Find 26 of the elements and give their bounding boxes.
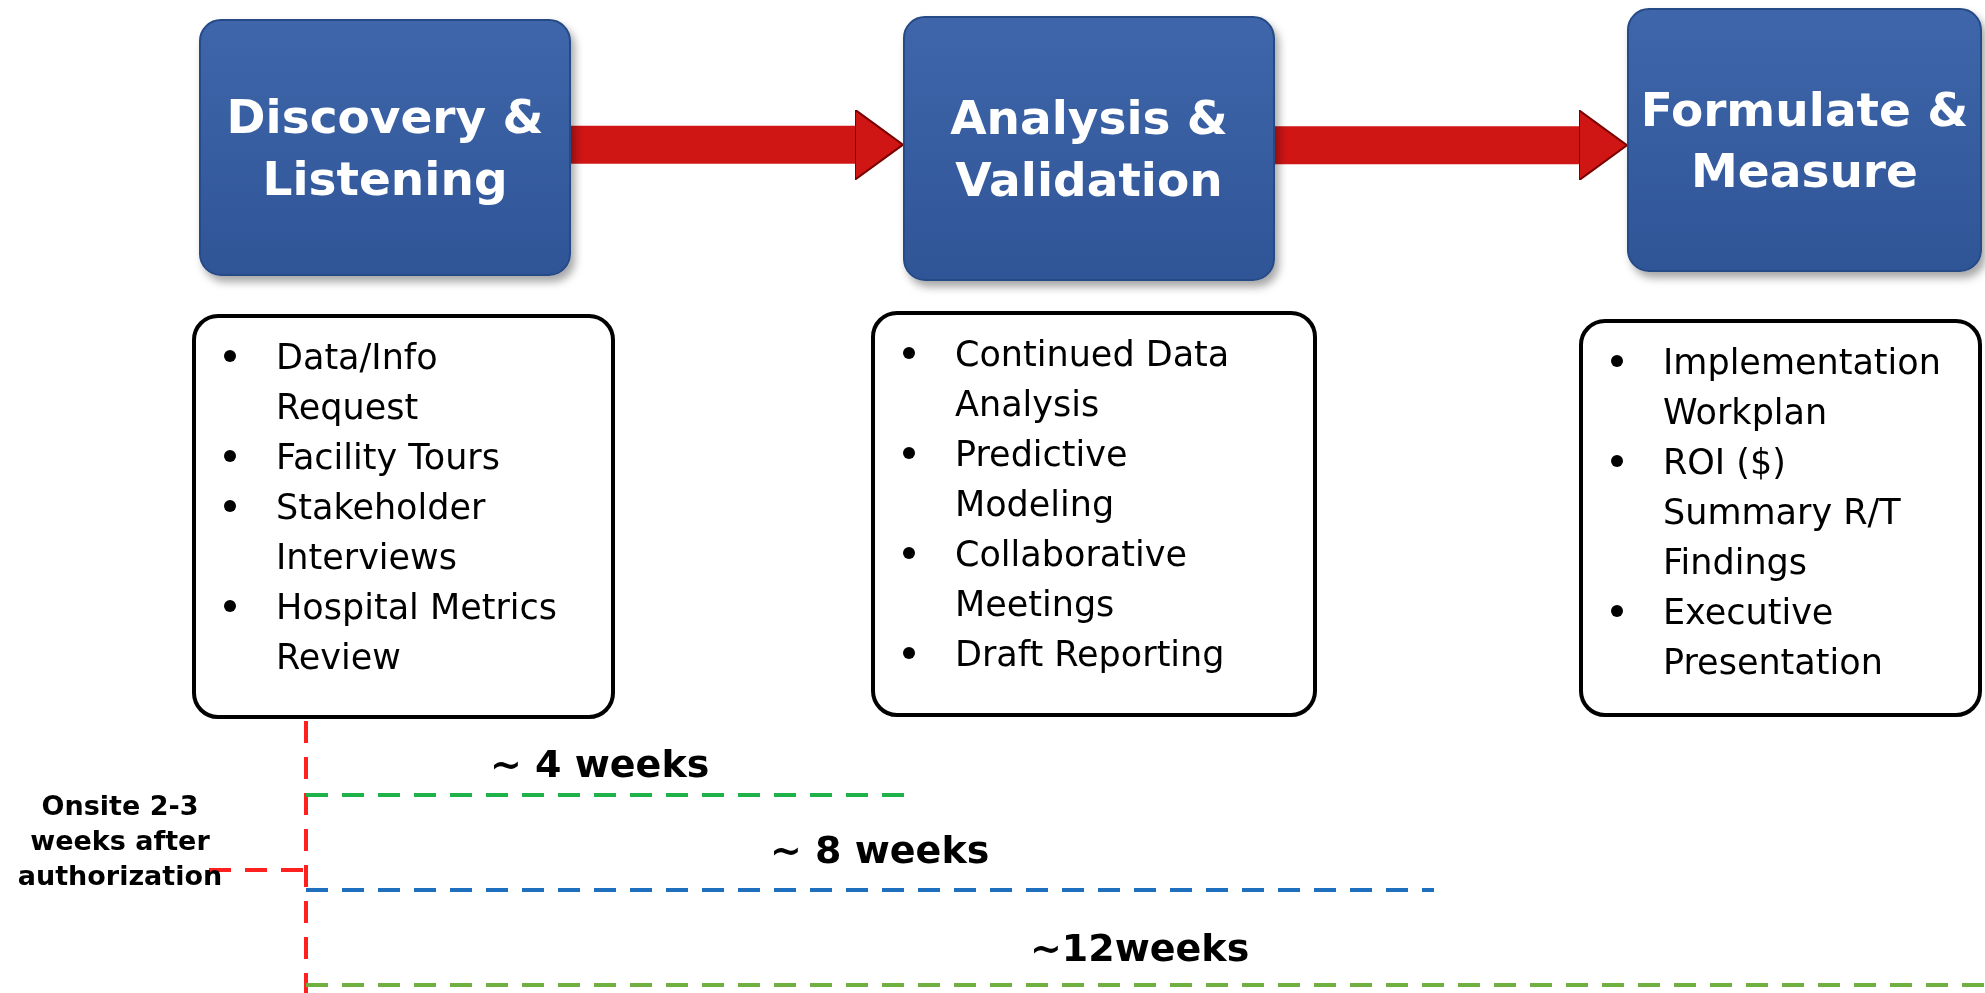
list-item: Draft Reporting bbox=[955, 634, 1225, 674]
task-list-box bbox=[871, 311, 1317, 717]
list-item: Implementation Workplan bbox=[1663, 342, 1941, 432]
duration-label: ~ 4 weeks bbox=[490, 742, 710, 786]
list-item: Continued Data Analysis bbox=[955, 334, 1230, 424]
task-list-box bbox=[192, 314, 615, 719]
duration-label: ~ 8 weeks bbox=[770, 828, 990, 872]
list-item: Facility Tours bbox=[276, 437, 500, 477]
phase-box bbox=[1627, 8, 1982, 272]
list-item: Stakeholder Interviews bbox=[276, 487, 486, 577]
phase-title: Analysis & Validation bbox=[949, 89, 1229, 209]
list-item: Data/Info Request bbox=[276, 337, 438, 427]
task-list-box bbox=[1579, 319, 1982, 717]
phase-title: Discovery & Listening bbox=[225, 88, 545, 208]
duration-label: ~12weeks bbox=[1030, 926, 1250, 970]
list-item: Predictive Modeling bbox=[955, 434, 1128, 524]
phase-box bbox=[903, 16, 1275, 281]
list-item: Collaborative Meetings bbox=[955, 534, 1187, 624]
arrow bbox=[1275, 109, 1628, 182]
list-item: Hospital Metrics Review bbox=[276, 587, 557, 677]
phase-title: Formulate & Measure bbox=[1639, 80, 1970, 200]
arrow bbox=[571, 108, 904, 181]
phase-box bbox=[199, 19, 571, 276]
list-item: ROI ($) Summary R/T Findings bbox=[1663, 442, 1901, 582]
list-item: Executive Presentation bbox=[1663, 592, 1883, 682]
note-text: Onsite 2-3 weeks after authorization bbox=[16, 789, 224, 894]
